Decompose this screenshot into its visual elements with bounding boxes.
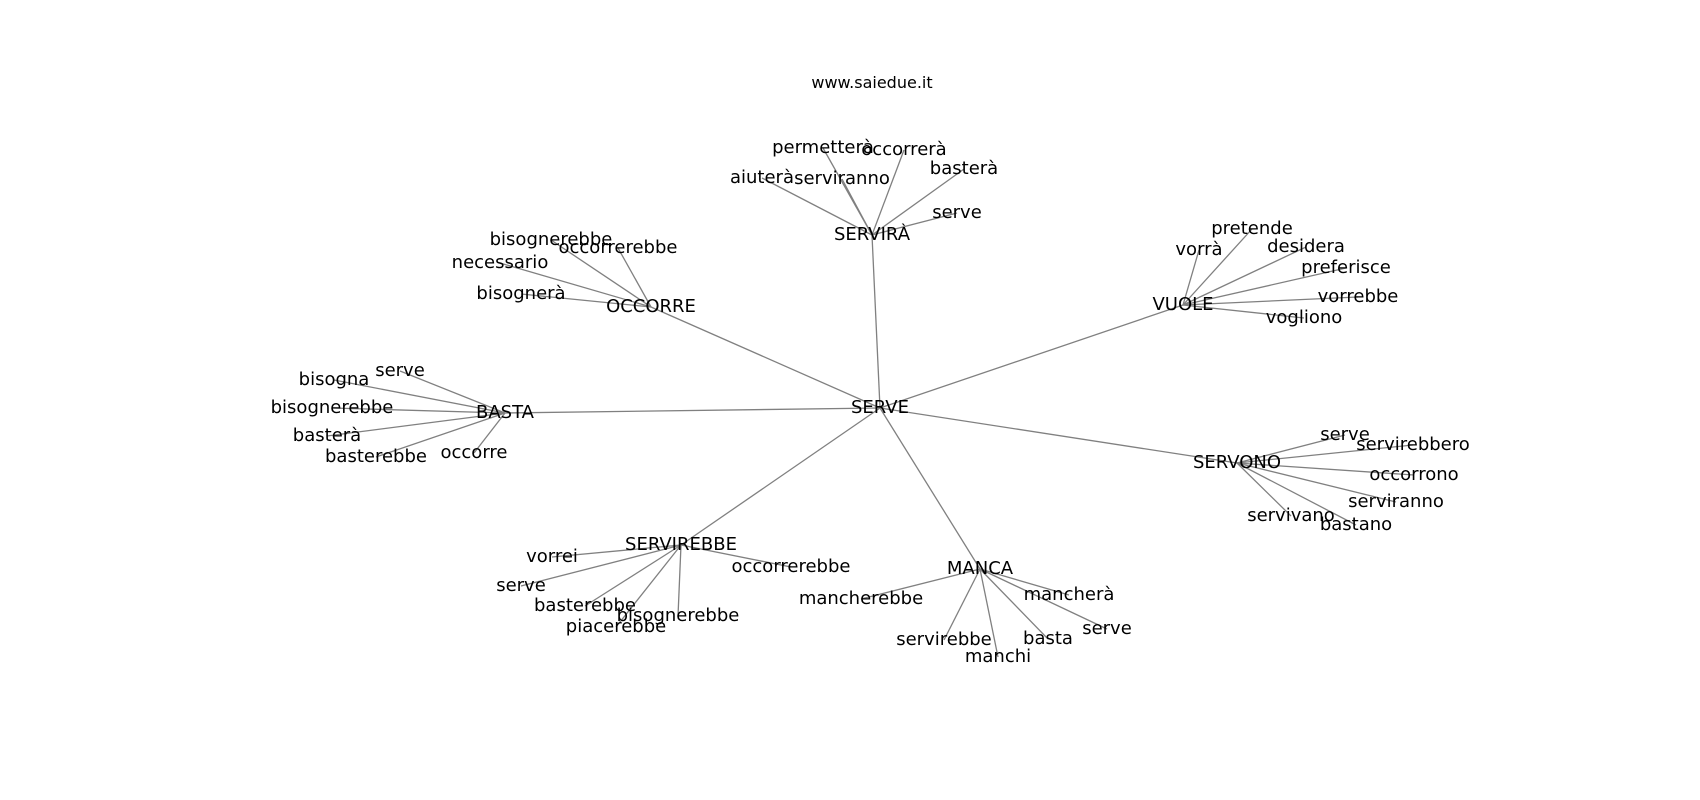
node-leaf-servono-bastano: bastano: [1320, 514, 1392, 535]
node-leaf-servirebbe-vorrei: vorrei: [526, 546, 578, 567]
node-leaf-basta-bisognerebbe: bisognerebbe: [271, 397, 394, 418]
edge-root-servono: [879, 407, 1238, 464]
node-leaf-basta-bisogna: bisogna: [299, 369, 370, 390]
node-leaf-manca-manchera: mancherà: [1024, 584, 1115, 605]
node-leaf-servono-occorrono: occorrono: [1369, 464, 1458, 485]
node-leaf-vuole-desidera: desidera: [1267, 236, 1345, 257]
node-leaf-vuole-pretende: pretende: [1211, 218, 1293, 239]
edge-occorre-occorrerebbe: [617, 247, 652, 308]
node-hub-manca: MANCA: [947, 558, 1014, 579]
node-leaf-occorre-occorrerebbe: occorrerebbe: [559, 237, 678, 258]
edge-servirebbe-serve: [520, 544, 682, 587]
edge-servira-bastera: [871, 168, 965, 236]
node-leaf-servira-aiutera: aiuterà: [730, 167, 794, 188]
edge-root-basta: [504, 407, 881, 414]
edge-manca-serve: [979, 568, 1108, 630]
node-root: SERVE: [851, 397, 909, 418]
edge-basta-occorre: [473, 412, 506, 454]
edge-vuole-desidera: [1182, 246, 1307, 306]
edge-vuole-preferisce: [1182, 267, 1347, 306]
node-hub-servira: SERVIRÀ: [834, 223, 911, 245]
node-leaf-servirebbe-basterebbe: basterebbe: [534, 595, 636, 616]
node-leaf-servira-permettera: permetterà: [772, 137, 874, 158]
node-hub-servirebbe: SERVIREBBE: [625, 534, 737, 555]
edge-servirebbe-occorrerebbe: [680, 544, 792, 568]
edge-occorre-bisognerebbe: [550, 239, 652, 308]
edge-servono-servivano: [1236, 462, 1292, 517]
edge-servirebbe-vorrei: [551, 544, 682, 558]
edge-servira-serve: [871, 212, 958, 236]
node-leaf-servono-serviranno: serviranno: [1348, 491, 1444, 512]
edge-manca-mancherebbe: [860, 568, 981, 600]
edge-manca-servirebbe: [943, 568, 981, 641]
node-leaf-servira-bastera: basterà: [930, 158, 998, 179]
node-leaf-manca-serve: serve: [1082, 618, 1132, 639]
edges-layer: [326, 147, 1415, 658]
node-leaf-manca-manchi: manchi: [965, 646, 1031, 667]
edge-servirebbe-piacerebbe: [615, 544, 682, 628]
node-leaf-servira-occorrera: occorrerà: [861, 139, 946, 160]
edge-occorre-bisognera: [520, 293, 652, 308]
edge-basta-bisognerebbe: [331, 407, 506, 414]
node-leaf-occorre-bisognera: bisognerà: [476, 283, 565, 304]
edge-vuole-vorrebbe: [1182, 296, 1359, 306]
node-hub-servono: SERVONO: [1193, 452, 1281, 473]
node-leaf-servirebbe-occorrerebbe: occorrerebbe: [732, 556, 851, 577]
node-leaf-manca-basta: basta: [1023, 628, 1073, 649]
node-leaf-basta-serve: serve: [375, 360, 425, 381]
edge-servono-serviranno: [1236, 462, 1397, 503]
node-leaf-vuole-vogliono: vogliono: [1266, 307, 1343, 328]
node-leaf-basta-basterebbe: basterebbe: [325, 446, 427, 467]
node-leaf-servirebbe-serve: serve: [496, 575, 546, 596]
edge-vuole-pretende: [1182, 228, 1253, 306]
edge-servira-occorrera: [871, 149, 905, 236]
node-leaf-manca-mancherebbe: mancherebbe: [799, 588, 923, 609]
edge-manca-basta: [979, 568, 1049, 640]
node-leaf-basta-occorre: occorre: [441, 442, 508, 463]
edge-manca-manchi: [979, 568, 999, 658]
edge-servono-servirebbero: [1236, 444, 1414, 464]
edge-vuole-vogliono: [1182, 304, 1305, 319]
edge-servono-occorrono: [1236, 462, 1415, 476]
node-leaf-servono-servivano: servivano: [1247, 505, 1335, 526]
edge-servira-serviranno: [841, 178, 873, 236]
edge-basta-bisogna: [333, 379, 506, 414]
edge-manca-manchera: [979, 568, 1070, 596]
edge-servira-aiutera: [761, 177, 873, 236]
node-leaf-servira-serviranno: serviranno: [794, 168, 890, 189]
node-hub-basta: BASTA: [476, 402, 535, 423]
node-leaf-vuole-vorra: vorrà: [1175, 239, 1222, 260]
edge-root-servirebbe: [680, 407, 881, 546]
node-leaf-servono-serve: serve: [1320, 424, 1370, 445]
edge-servirebbe-bisognerebbe: [677, 544, 682, 617]
node-leaf-vuole-preferisce: preferisce: [1301, 257, 1391, 278]
edge-basta-bastera: [326, 412, 506, 437]
edge-basta-basterebbe: [375, 412, 506, 458]
edge-root-servira: [871, 234, 881, 409]
node-leaf-occorre-bisognerebbe: bisognerebbe: [490, 229, 613, 250]
edge-basta-serve: [399, 370, 506, 414]
node-hub-occorre: OCCORRE: [606, 296, 696, 317]
node-leaf-servono-servirebbero: servirebbero: [1356, 434, 1470, 455]
edge-servono-serve: [1236, 434, 1346, 464]
edge-vuole-vorra: [1182, 249, 1200, 306]
site-title: www.saiedue.it: [811, 73, 932, 92]
edge-servirebbe-basterebbe: [584, 544, 682, 607]
node-leaf-occorre-necessario: necessario: [452, 252, 549, 273]
edge-occorre-necessario: [499, 262, 652, 308]
edge-servono-bastano: [1236, 462, 1357, 526]
node-leaf-manca-servirebbe: servirebbe: [896, 629, 992, 650]
edge-root-vuole: [879, 304, 1184, 409]
edge-root-occorre: [650, 306, 881, 409]
edge-root-manca: [879, 407, 981, 570]
node-leaf-servirebbe-bisognerebbe: bisognerebbe: [617, 605, 740, 626]
node-leaf-servirebbe-piacerebbe: piacerebbe: [566, 616, 666, 637]
node-leaf-vuole-vorrebbe: vorrebbe: [1318, 286, 1399, 307]
node-hub-vuole: VUOLE: [1152, 294, 1213, 315]
node-leaf-basta-bastera: basterà: [293, 425, 361, 446]
node-leaf-servira-serve: serve: [932, 202, 982, 223]
